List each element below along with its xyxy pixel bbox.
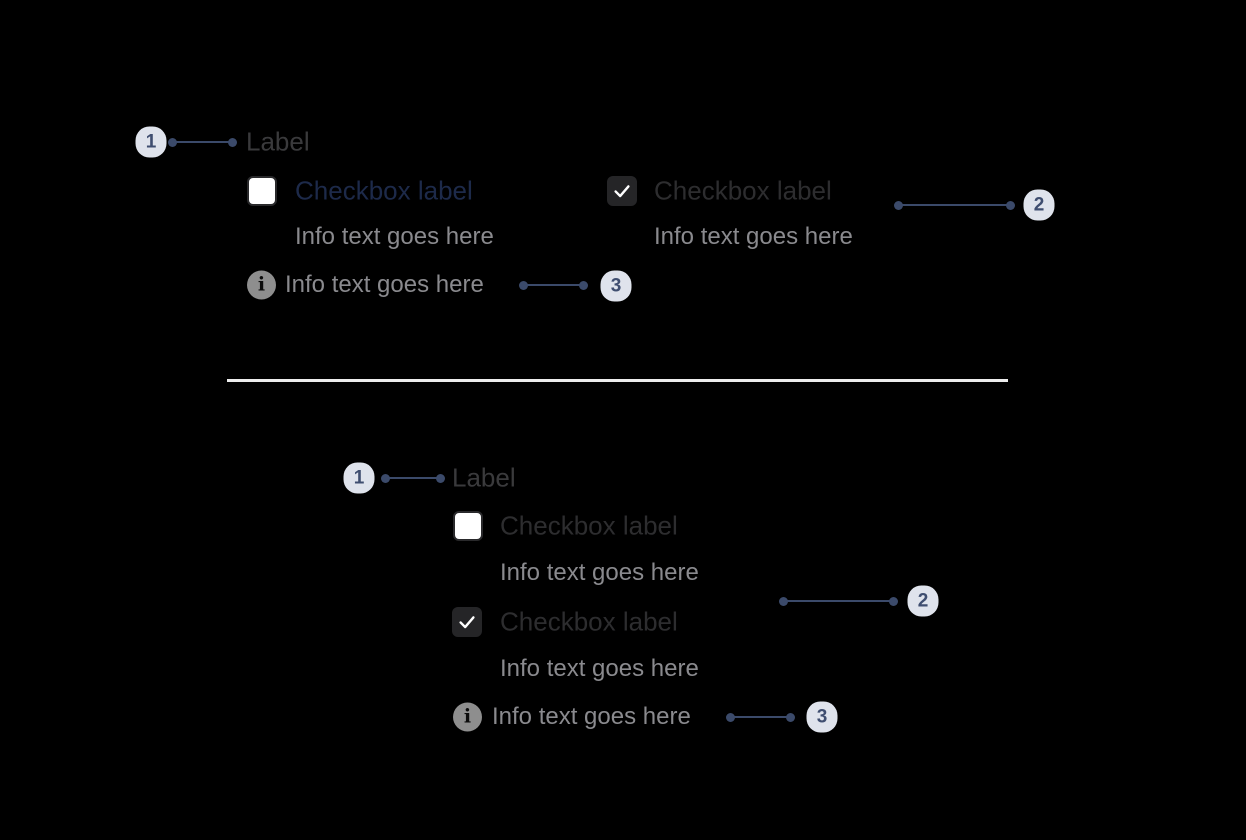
annotation-connector <box>725 712 795 722</box>
annotation-connector <box>380 473 445 483</box>
checkbox-info-text: Info text goes here <box>654 223 853 250</box>
checkbox-info-text: Info text goes here <box>295 223 494 250</box>
group-label: Label <box>246 126 310 157</box>
marker-badge-1: 1 <box>343 462 375 494</box>
annotation-connector <box>518 280 588 290</box>
group-info-text: Info text goes here <box>285 271 484 298</box>
checkbox-label[interactable]: Checkbox label <box>295 175 473 206</box>
annotation-connector <box>167 137 237 147</box>
annotation-connector <box>893 200 1015 210</box>
group-label: Label <box>452 462 516 493</box>
checkbox-label[interactable]: Checkbox label <box>500 510 678 541</box>
checkmark-icon <box>611 180 633 202</box>
annotation-connector <box>778 596 898 606</box>
marker-badge-3: 3 <box>806 701 838 733</box>
checkbox-checked[interactable] <box>452 607 482 637</box>
checkbox-unchecked[interactable] <box>453 511 483 541</box>
group-info-text: Info text goes here <box>492 703 691 730</box>
section-divider <box>227 379 1008 382</box>
marker-badge-2: 2 <box>1023 189 1055 221</box>
checkbox-info-text: Info text goes here <box>500 559 699 586</box>
checkbox-info-text: Info text goes here <box>500 655 699 682</box>
checkmark-icon <box>456 611 478 633</box>
marker-badge-2: 2 <box>907 585 939 617</box>
marker-badge-1: 1 <box>135 126 167 158</box>
info-icon: i <box>453 702 482 732</box>
checkbox-checked[interactable] <box>607 176 637 206</box>
checkbox-label[interactable]: Checkbox label <box>500 606 678 637</box>
checkbox-label[interactable]: Checkbox label <box>654 175 832 206</box>
checkbox-unchecked[interactable] <box>247 176 277 206</box>
info-icon: i <box>247 270 276 300</box>
marker-badge-3: 3 <box>600 270 632 302</box>
